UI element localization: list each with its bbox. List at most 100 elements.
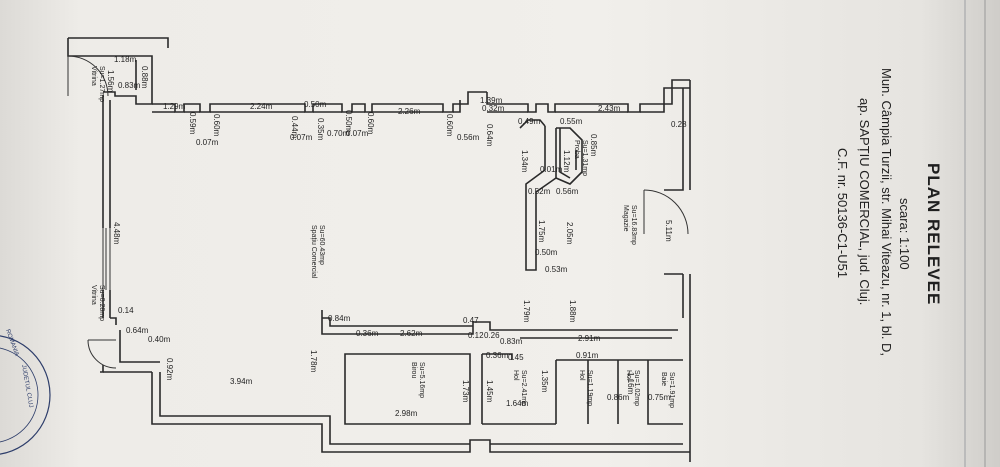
dimension-label: 0.60m — [212, 114, 221, 137]
dimension-label: 0.55m — [560, 117, 583, 126]
dimension-label: 1.45m — [485, 380, 494, 403]
room-name: Vitrina — [90, 285, 97, 305]
dimension-label: 3.94m — [230, 377, 253, 386]
dimension-label: 0.36m — [356, 329, 379, 338]
room-name: Hol — [625, 370, 632, 381]
room-area: Su=1.31mp — [581, 140, 588, 176]
dimension-label: 0.83m — [500, 337, 523, 346]
room-name: Vitrina — [90, 66, 97, 86]
dimension-label: 0.32m — [482, 104, 505, 113]
dimension-label: 1.18m — [114, 55, 137, 64]
dimension-label: 2.91m — [578, 334, 601, 343]
room-vitrina-1: Vitrina Su=1.27mp — [90, 66, 105, 102]
room-area: Su=60.43mp — [318, 225, 325, 265]
room-area: Su=1.91mp — [668, 372, 675, 408]
scale-line-wrap: scara: 1:100 — [897, 198, 912, 270]
dimension-label: 2.43m — [598, 104, 621, 113]
dimension-label: 0.52m — [528, 187, 551, 196]
dimension-label: 0.50m — [535, 248, 558, 257]
dimension-label: 0.91m — [576, 351, 599, 360]
dimension-label: 2.62m — [400, 329, 423, 338]
dimension-label: 1.78m — [309, 350, 318, 373]
dimension-label: 0.36m — [486, 351, 509, 360]
dimension-label: 1.73m — [461, 380, 470, 403]
dimension-label: 0.64m — [126, 326, 149, 335]
dimension-label: 1.29m — [163, 102, 186, 111]
room-name: Hol — [512, 370, 519, 381]
dimension-label: 0.07m — [196, 138, 219, 147]
cadastral-number: C.F. nr. 50136-C1-U51 — [835, 148, 850, 278]
plan-scale: scara: 1:100 — [897, 198, 912, 270]
dimension-label: 0.07m — [290, 133, 313, 142]
room-name: Birou — [410, 362, 417, 378]
dimension-label: 0.28 — [671, 120, 687, 129]
dimension-label: 0.88m — [140, 66, 149, 89]
plan-title: PLAN RELEVEE — [924, 163, 943, 305]
room-birou: Birou Su=5.16mp — [410, 362, 425, 398]
room-area: Su=5.16mp — [418, 362, 425, 398]
dimension-label: 0.86m — [607, 393, 630, 402]
dimension-label: 4.48m — [112, 222, 121, 245]
room-vitrina-2: Vitrina Su=0.28mp — [90, 285, 105, 321]
address-line-2: ap. SAPȚIU COMERCIAL, jud. Cluj. — [857, 98, 872, 305]
dimension-label: 0.56m — [457, 133, 480, 142]
dimension-label: 0.26 — [484, 331, 500, 340]
room-name: Spațiu Comercial — [310, 225, 317, 279]
wall-outline — [67, 37, 691, 462]
address-line-1: Mun. Câmpia Turzii, str. Mihai Viteazu, … — [879, 68, 894, 356]
dimension-label: 0.14 — [118, 306, 134, 315]
dimension-label: 0.50m — [344, 110, 353, 133]
dimension-label: 2.05m — [565, 222, 574, 245]
dimension-label: 0.92m — [165, 358, 174, 381]
room-hol-2: Hol Su=1.19mp — [578, 370, 593, 406]
svg-text:ROMANIA: ROMANIA — [4, 329, 19, 357]
dimension-label: 1.88m — [568, 300, 577, 323]
dimension-label: 0.47 — [463, 316, 479, 325]
room-magazie: Magazie Su=16.83mp — [622, 205, 637, 245]
room-proba: Proba Su=1.31mp — [573, 140, 588, 176]
room-name: Magazie — [622, 205, 629, 232]
dimension-label: 1.35m — [540, 370, 549, 393]
room-area: Su=16.83mp — [630, 205, 637, 245]
authority-stamp: ROMANIA JUDETUL CLUJ — [0, 329, 51, 455]
dimension-label: 0.85m — [589, 134, 598, 157]
room-area: Su=1.27mp — [98, 66, 105, 102]
room-name: Hol — [578, 370, 585, 381]
dimension-label: 1.12m — [562, 150, 571, 173]
dimension-label: 0.07m — [346, 129, 369, 138]
dimension-label: 0.01m — [540, 165, 563, 174]
dimension-label: 0.53m — [545, 265, 568, 274]
dimension-label: 0.49m — [518, 117, 541, 126]
room-hol-3: Hol Su=1.02mp — [625, 370, 640, 406]
dimension-label: 0.12 — [468, 331, 484, 340]
address-line-2-wrap: ap. SAPȚIU COMERCIAL, jud. Cluj. — [857, 98, 872, 305]
dimension-label: 0.64m — [485, 124, 494, 147]
room-area: Su=0.28mp — [98, 285, 105, 321]
dimension-label: 1.79m — [522, 300, 531, 323]
room-area: Su=1.19mp — [586, 370, 593, 406]
dimension-label: 0.50m — [304, 100, 327, 109]
room-name: Baie — [660, 372, 667, 386]
dimension-label: 0.59m — [188, 112, 197, 135]
dimension-label: 0.83m — [118, 81, 141, 90]
dimension-label: 2.26m — [398, 107, 421, 116]
address-line-1-wrap: Mun. Câmpia Turzii, str. Mihai Viteazu, … — [879, 68, 894, 356]
cadastral-number-wrap: C.F. nr. 50136-C1-U51 — [835, 148, 850, 278]
door-swings — [67, 55, 689, 369]
dimension-label: 1.16m — [626, 372, 635, 395]
dimension-label: 0.40m — [148, 335, 171, 344]
room-area: Su=2.41mp — [520, 370, 527, 406]
dimension-label: 2.24m — [250, 102, 273, 111]
dimension-label: 1.39m — [480, 96, 503, 105]
dimension-label: 0.60m — [366, 112, 375, 135]
room-hol-1: Hol Su=2.41mp — [512, 370, 527, 406]
room-area: Su=1.02mp — [633, 370, 640, 406]
room-baie: Baie Su=1.91mp — [660, 372, 675, 408]
dimension-label: 5.11m — [664, 220, 673, 242]
dimension-label: 1.75m — [537, 220, 546, 243]
dimension-label: 0.56m — [556, 187, 579, 196]
room-spatiu-comercial: Spațiu Comercial Su=60.43mp — [310, 225, 325, 279]
dimension-label: 0.84m — [328, 314, 351, 323]
